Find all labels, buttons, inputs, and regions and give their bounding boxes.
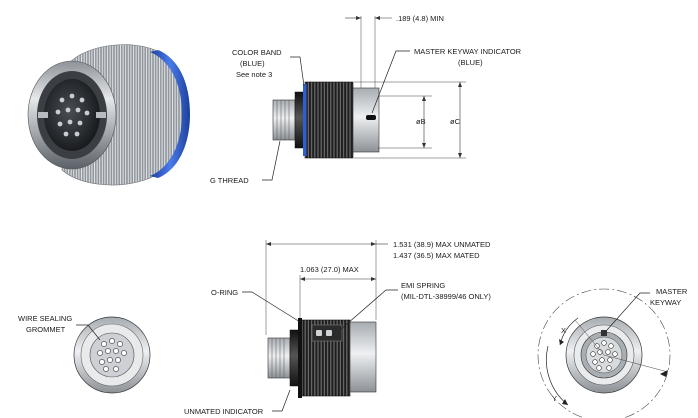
- label-max-mated: 1.437 (36.5) MAX MATED: [393, 251, 480, 260]
- front-contact-holes: [590, 340, 618, 371]
- bottom-o-ring: [298, 318, 302, 398]
- label-wire-sealing-2: GROMMET: [26, 325, 66, 334]
- rear-contact-holes: [97, 338, 127, 372]
- label-max-unmated: 1.531 (38.9) MAX UNMATED: [393, 240, 491, 249]
- leader-master-keyway: [606, 292, 650, 331]
- label-color-band-2: (BLUE): [240, 59, 265, 68]
- leader-keyway-indicator: [371, 50, 410, 114]
- bottom-emi-spring: [311, 324, 343, 342]
- photo-contacts: [55, 93, 90, 137]
- leader-wire-sealing: [76, 324, 101, 341]
- front-master-keyway: [601, 330, 607, 336]
- label-master-keyway-indicator-2: (BLUE): [458, 58, 483, 67]
- leader-g-thread: [262, 140, 281, 181]
- label-master-keyway-indicator-1: MASTER KEYWAY INDICATOR: [414, 47, 522, 56]
- leader-color-band: [290, 56, 305, 87]
- top-thread-body: [272, 99, 296, 141]
- top-front-shell: [352, 87, 380, 153]
- angle-y-arc: [546, 345, 569, 406]
- top-color-band: [303, 84, 307, 156]
- label-emi-spring-2: (MIL-DTL-38999/46 ONLY): [401, 292, 491, 301]
- top-keyway-indicator: [366, 115, 376, 120]
- top-side-view: .189 (4.8) MIN øB øC: [262, 14, 466, 181]
- label-dia-b: øB: [416, 117, 426, 126]
- leader-o-ring: [242, 291, 301, 323]
- top-knurl-coupling: [304, 81, 354, 159]
- label-color-band-3: See note 3: [236, 70, 272, 79]
- label-g-thread: G THREAD: [210, 176, 249, 185]
- top-thread-lines: [276, 100, 290, 140]
- label-wire-sealing-1: WIRE SEALING: [18, 314, 72, 323]
- leader-emi-spring: [339, 289, 398, 331]
- label-color-band-1: COLOR BAND: [232, 48, 282, 57]
- label-master-keyway-2: KEYWAY: [650, 298, 681, 307]
- bottom-thread-body: [267, 337, 291, 379]
- label-master-keyway-1: MASTER: [656, 287, 688, 296]
- bottom-side-view: [242, 240, 398, 412]
- label-axis-y: Y: [552, 394, 557, 403]
- photo-keyway: [96, 112, 106, 118]
- label-axis-x: X: [561, 326, 566, 335]
- front-view: [537, 288, 671, 418]
- label-unmated-indicator: UNMATED INDICATOR: [184, 407, 264, 416]
- photo-blue-band: [150, 50, 190, 178]
- bottom-thread-lines: [271, 338, 285, 378]
- label-dia-c: øC: [450, 117, 461, 126]
- label-max-length: 1.063 (27.0) MAX: [300, 265, 359, 274]
- label-min-width: .189 (4.8) MIN: [396, 14, 444, 23]
- photo-insert-face: [44, 79, 100, 151]
- rear-view: [73, 316, 151, 394]
- leader-unmated-indicator: [272, 389, 291, 412]
- label-emi-spring-1: EMI SPRING: [401, 281, 445, 290]
- bottom-front-shell: [349, 321, 377, 393]
- connector-photo: [27, 44, 190, 186]
- photo-keyway: [38, 112, 48, 118]
- label-o-ring: O-RING: [211, 288, 238, 297]
